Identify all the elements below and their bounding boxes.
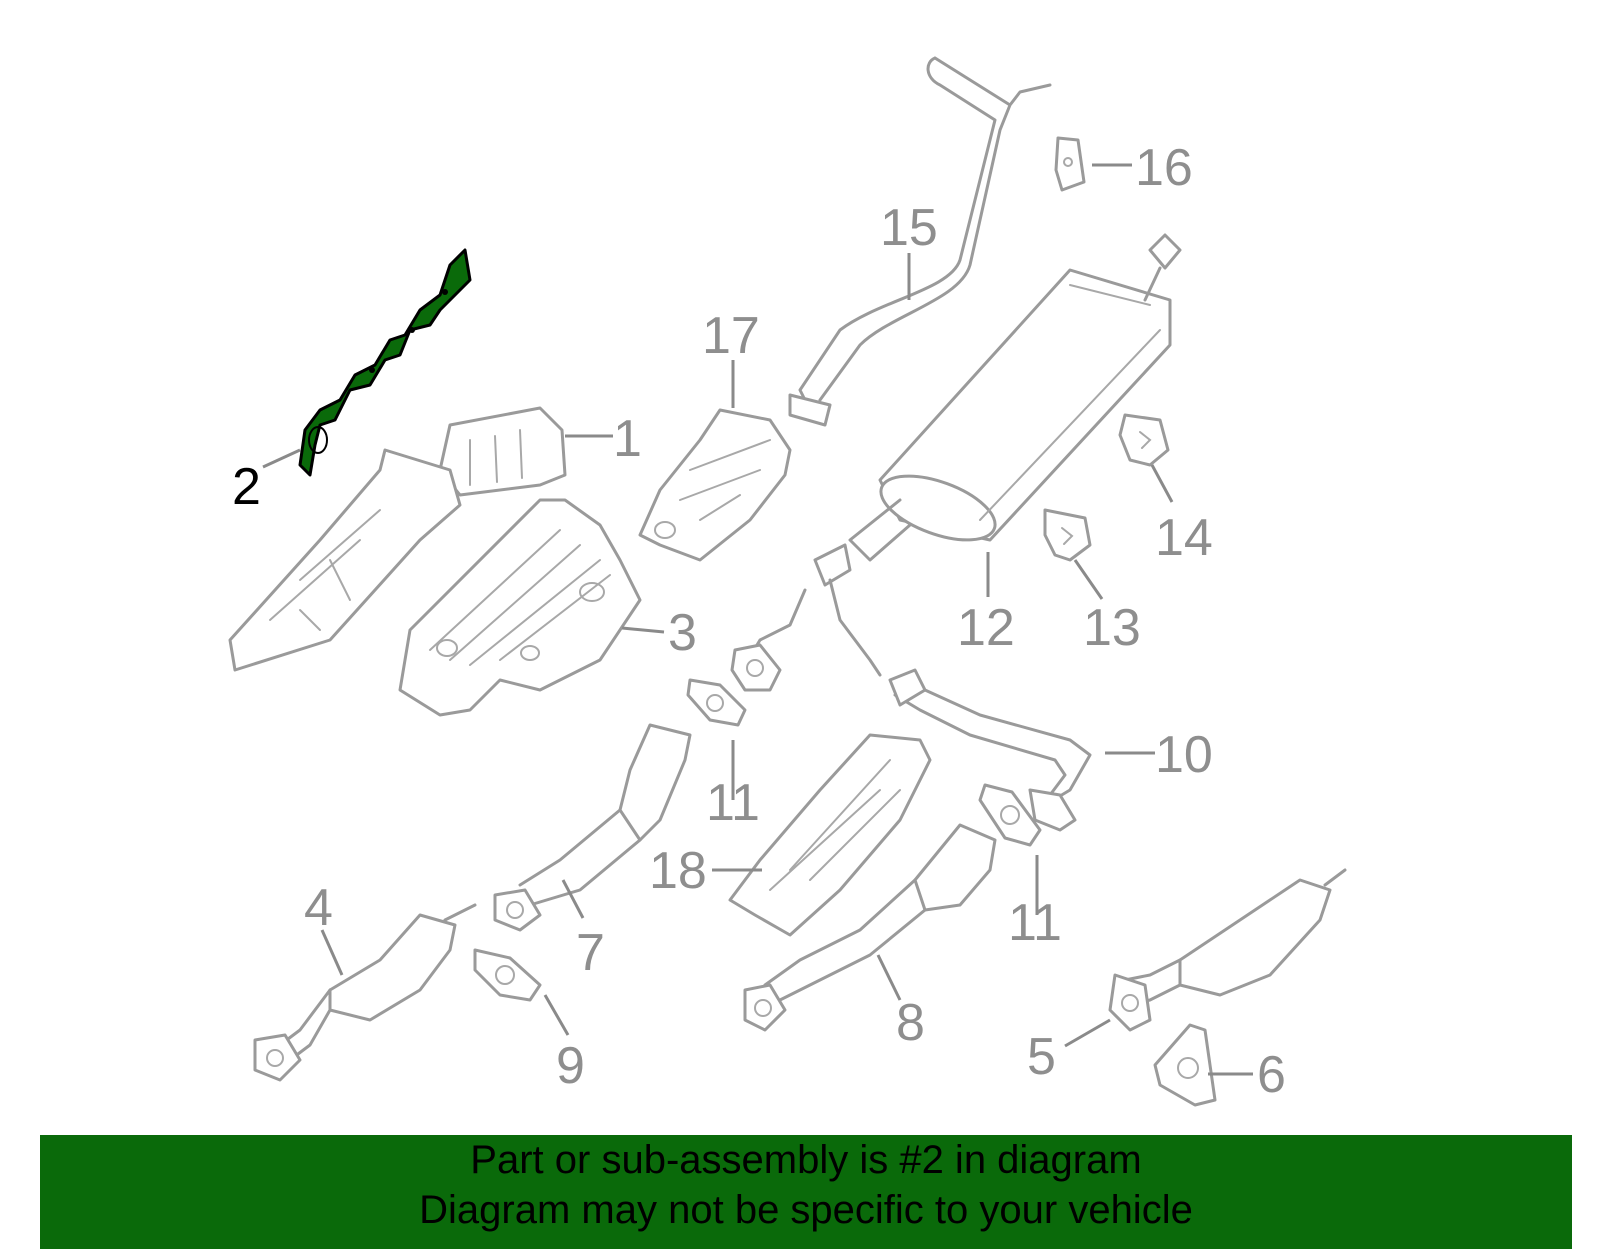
- part-14-hanger[interactable]: [1118, 413, 1170, 467]
- banner-line-part: Part or sub-assembly is #2 in diagram: [470, 1138, 1142, 1182]
- part-13-hanger[interactable]: [1043, 508, 1092, 562]
- callout-11-upper[interactable]: 11: [706, 774, 760, 832]
- callout-16[interactable]: 16: [1135, 139, 1193, 197]
- part-8-front-pipe[interactable]: [743, 823, 997, 1032]
- leader-lines: [262, 163, 1253, 1076]
- callout-10[interactable]: 10: [1155, 726, 1213, 784]
- callout-12[interactable]: 12: [957, 599, 1015, 657]
- part-10-front-pipe[interactable]: [743, 543, 1092, 807]
- part-18-heat-shield[interactable]: [728, 733, 932, 937]
- callout-5[interactable]: 5: [1027, 1028, 1056, 1086]
- part-2-manifold-gasket[interactable]: [298, 248, 472, 477]
- part-1-exhaust-manifold[interactable]: [228, 406, 567, 672]
- part-15-tail-pipe[interactable]: [788, 56, 1052, 427]
- part-9-gasket[interactable]: [473, 948, 542, 1002]
- callout-3[interactable]: 3: [668, 604, 697, 662]
- callout-2[interactable]: 2: [232, 458, 261, 516]
- part-11-gasket-upper[interactable]: [686, 678, 747, 727]
- part-3-heat-shield[interactable]: [398, 498, 642, 717]
- part-11-gasket-lower[interactable]: [978, 783, 1042, 847]
- callout-labels: 1 2 3 4 5 6 7 8 9 10 11 11 12 13 14 15 1…: [232, 139, 1286, 1104]
- part-16-hanger[interactable]: [1054, 136, 1086, 192]
- callout-4[interactable]: 4: [304, 879, 333, 937]
- part-17-heat-shield[interactable]: [638, 408, 792, 562]
- part-7-front-pipe[interactable]: [493, 723, 692, 932]
- banner-line-disclaimer: Diagram may not be specific to your vehi…: [419, 1188, 1193, 1232]
- part-5-catalytic-converter[interactable]: [1108, 868, 1347, 1032]
- callout-13[interactable]: 13: [1083, 599, 1141, 657]
- callout-11-lower[interactable]: 11: [1008, 894, 1062, 952]
- callout-9[interactable]: 9: [556, 1037, 585, 1095]
- callout-17[interactable]: 17: [702, 307, 760, 365]
- callout-7[interactable]: 7: [576, 924, 605, 982]
- part-6-gasket[interactable]: [1153, 1023, 1217, 1107]
- info-banner: Part or sub-assembly is #2 in diagram Di…: [40, 1135, 1572, 1249]
- part-12-muffler[interactable]: [848, 233, 1182, 562]
- part-11-flange-upper[interactable]: [730, 643, 1077, 832]
- callout-6[interactable]: 6: [1257, 1046, 1286, 1104]
- callout-1[interactable]: 1: [613, 410, 642, 468]
- callout-18[interactable]: 18: [649, 842, 707, 900]
- callout-15[interactable]: 15: [880, 199, 938, 257]
- callout-14[interactable]: 14: [1155, 509, 1213, 567]
- callout-8[interactable]: 8: [896, 994, 925, 1052]
- part-4-catalytic-converter[interactable]: [253, 903, 477, 1082]
